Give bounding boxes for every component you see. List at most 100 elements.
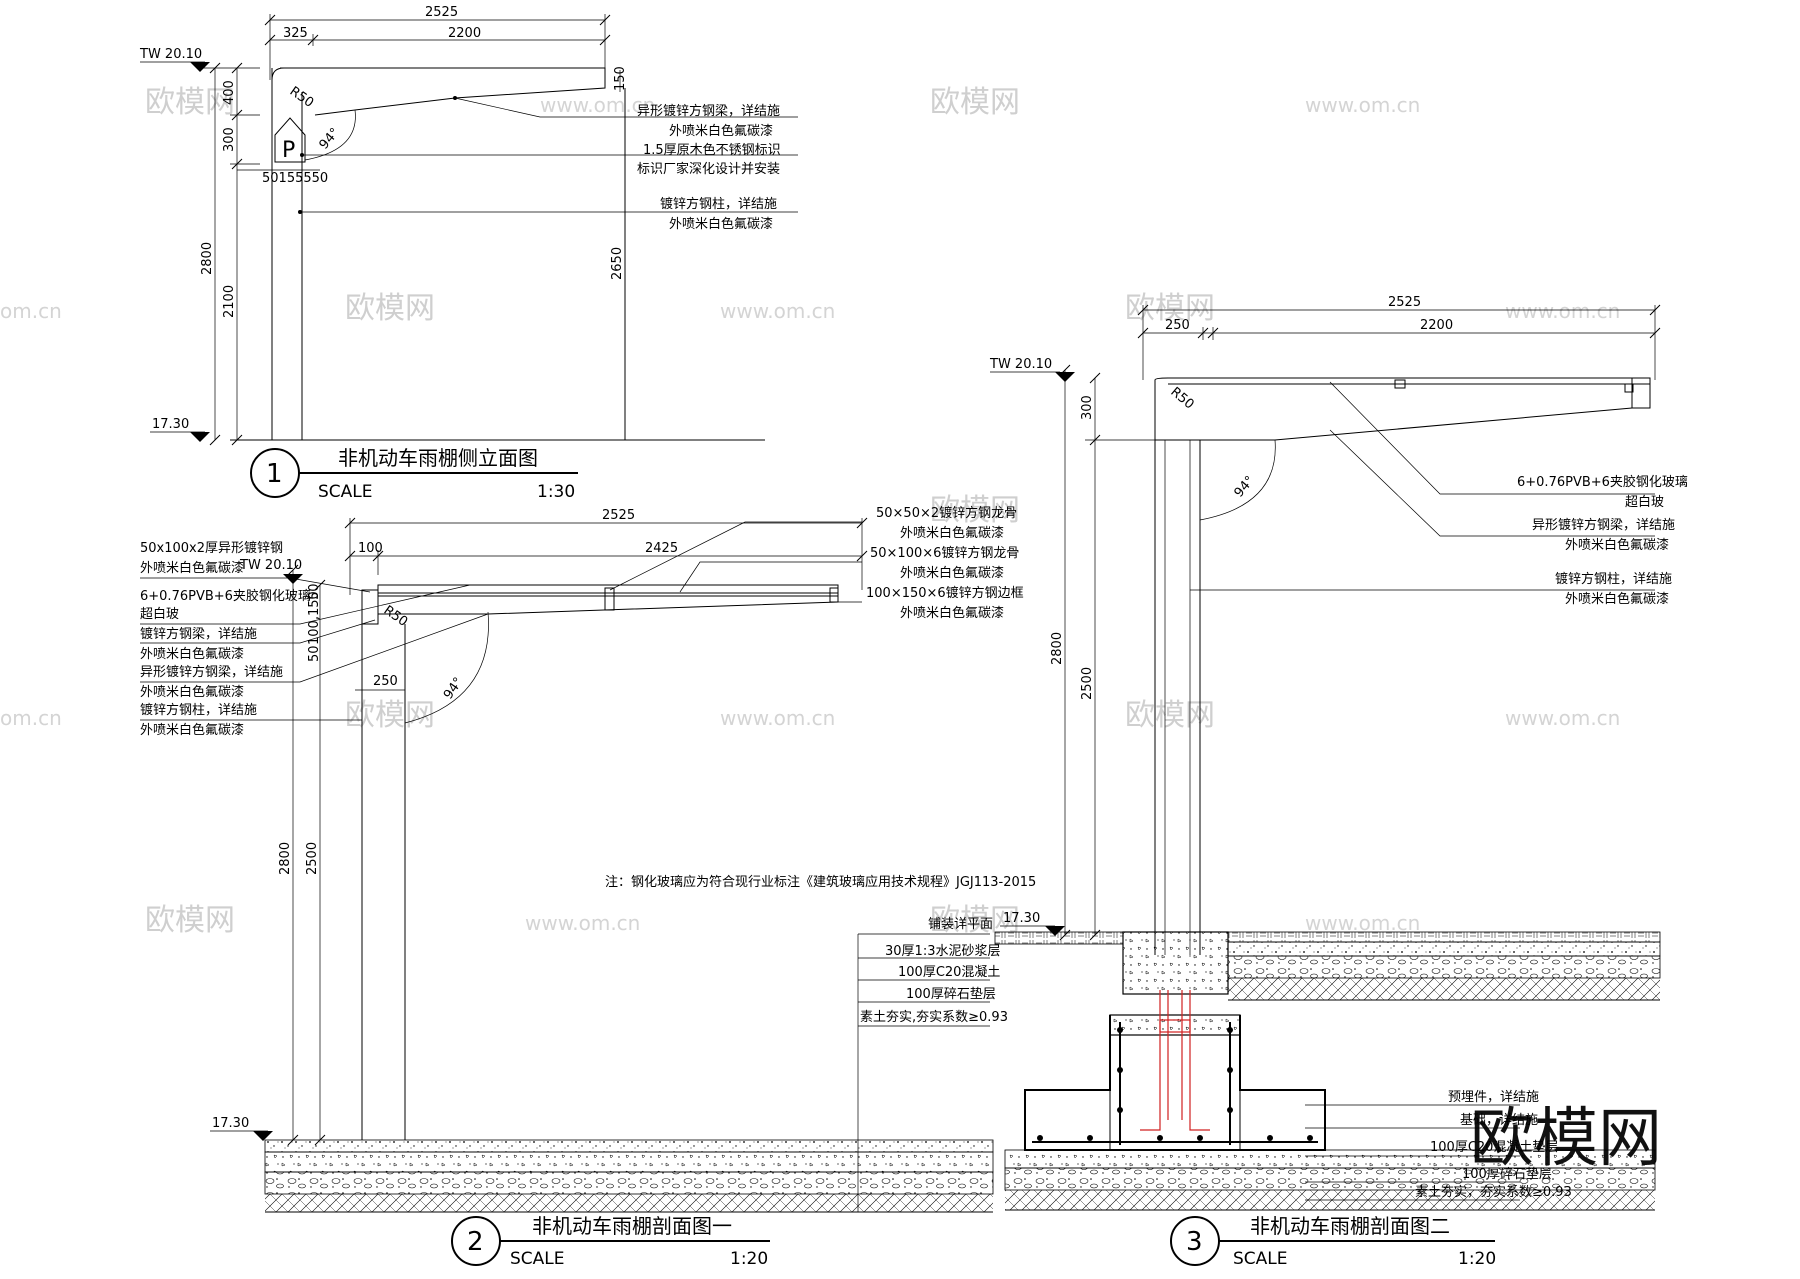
d3-layers-left: 铺装详平面 30厚1:3水泥砂浆层 100厚C20混凝土 100厚碎石垫层 素土… — [857, 917, 1008, 1212]
d3-anchor-bolts — [1140, 990, 1210, 1131]
d1-note: 异形镀锌方钢梁，详结施 — [637, 103, 780, 119]
d1-level-top: TW 20.10 — [139, 47, 202, 62]
d1-note: 外喷米白色氟碳漆 — [669, 216, 773, 232]
d1-dim-end-h: 150 — [613, 66, 628, 91]
watermark-brand: 欧模网 — [345, 698, 435, 733]
watermark-brand: 欧模网 — [345, 291, 435, 326]
d2-number: 2 — [467, 1227, 484, 1257]
d3-layers-right: 预埋件，详结施 基础，详结施 100厚C20混凝土垫层 100厚碎石垫层 素土夯… — [1305, 1090, 1572, 1201]
d2-note: 6+0.76PVB+6夹胶钢化玻璃 — [140, 588, 311, 604]
watermark-url: www.om.cn — [1305, 911, 1420, 935]
d3-layer-label: 100厚碎石垫层 — [906, 986, 996, 1002]
d3-layer-label: 基础，详结施 — [1460, 1113, 1538, 1128]
d2-radius: R50 — [381, 603, 411, 630]
d1-dim-bottom: 50155550 — [262, 171, 328, 186]
d3-note: 外喷米白色氟碳漆 — [1565, 591, 1669, 607]
d1-radius: R50 — [287, 84, 317, 111]
watermark-brand: 欧模网 — [145, 85, 235, 120]
d1-note: 标识厂家深化设计并安装 — [637, 161, 780, 177]
d2-title: 非机动车雨棚剖面图一 — [532, 1214, 732, 1238]
d3-layer-label: 30厚1:3水泥砂浆层 — [885, 944, 1000, 959]
d1-note: 镀锌方钢柱，详结施 — [660, 196, 777, 212]
d2-note: 外喷米白色氟碳漆 — [900, 605, 1004, 621]
watermark-brand: 欧模网 — [145, 903, 235, 938]
d2-dim-2500: 2500 — [305, 842, 320, 875]
d3-dim-2500: 2500 — [1080, 667, 1095, 700]
d3-layer-label: 100厚C20混凝土 — [898, 964, 1000, 980]
d2-note: 外喷米白色氟碳漆 — [140, 560, 244, 576]
d2-note: 100×150×6镀锌方钢边框 — [866, 585, 1024, 601]
d3-level-ground: 17.30 — [1003, 911, 1040, 926]
watermark-brand: 欧模网 — [930, 493, 1020, 528]
d3-rebar — [1032, 1022, 1318, 1145]
d1-dim-left: 325 — [283, 26, 308, 41]
d3-number: 3 — [1186, 1227, 1203, 1257]
d3-level-top: TW 20.10 — [989, 357, 1052, 372]
watermark-url: www.om.cn — [1505, 706, 1620, 730]
d3-note: 异形镀锌方钢梁，详结施 — [1532, 517, 1675, 533]
d3-layer-label: 素土夯实，夯实系数≥0.93 — [1415, 1185, 1572, 1200]
d3-notes-right: 6+0.76PVB+6夹胶钢化玻璃 超白玻 异形镀锌方钢梁，详结施 外喷米白色氟… — [1190, 381, 1688, 607]
d2-note: 异形镀锌方钢梁，详结施 — [140, 664, 283, 680]
d3-dim-total: 2525 — [1388, 295, 1421, 310]
d1-note: 外喷米白色氟碳漆 — [669, 123, 773, 139]
d2-dim-50: 50 — [307, 583, 322, 600]
d2-notes-right: 50×50×2镀锌方钢龙骨 外喷米白色氟碳漆 50×100×6镀锌方钢龙骨 外喷… — [609, 505, 1024, 621]
d2-scale-label: SCALE — [510, 1249, 565, 1269]
d2-level-ground: 17.30 — [212, 1116, 249, 1131]
d1-scale-label: SCALE — [318, 482, 373, 502]
d3-layer-label: 铺装详平面 — [928, 917, 993, 932]
d1-dim-300: 300 — [222, 127, 237, 152]
d1-scale: 1:30 — [537, 482, 575, 502]
d3-dim-left: 250 — [1165, 318, 1190, 333]
d1-number: 1 — [266, 459, 283, 489]
d1-dim-2650: 2650 — [610, 247, 625, 280]
d2-note: 外喷米白色氟碳漆 — [900, 525, 1004, 541]
d3-angle: 94° — [1232, 473, 1258, 500]
watermark-url: www.om.cn — [1505, 299, 1620, 323]
watermark-brand: 欧模网 — [1125, 291, 1215, 326]
d1-sign-letter: P — [282, 138, 295, 163]
d3-layer-label: 预埋件，详结施 — [1448, 1090, 1539, 1105]
watermark-url: www.om.cn — [720, 706, 835, 730]
d3-note: 6+0.76PVB+6夹胶钢化玻璃 — [1517, 474, 1688, 490]
watermark-url: www.om.cn — [525, 911, 640, 935]
d3-radius: R50 — [1167, 385, 1196, 413]
d3-note: 外喷米白色氟碳漆 — [1565, 537, 1669, 553]
d2-note: 外喷米白色氟碳漆 — [140, 646, 244, 662]
d2-dim-2800: 2800 — [278, 842, 293, 875]
d2-dim-100-150: 100,150 — [307, 591, 322, 645]
d3-title: 非机动车雨棚剖面图二 — [1250, 1214, 1450, 1238]
watermark-url: www.om.cn — [720, 299, 835, 323]
watermark-url: www.om.cn — [1305, 93, 1420, 117]
d2-dim-left: 100 — [358, 541, 383, 556]
d2-note: 50×100×6镀锌方钢龙骨 — [870, 545, 1019, 561]
d1-dim-total: 2525 — [425, 5, 458, 20]
drawing-3-section-two: 2525 250 2200 R50 94° 2800 300 2500 TW 2… — [857, 295, 1688, 1269]
d2-note: 超白玻 — [140, 606, 179, 622]
d2-note: 50×50×2镀锌方钢龙骨 — [876, 505, 1017, 521]
d1-note: 1.5厚原木色不锈钢标识 — [643, 142, 781, 158]
d2-notes-left: 50x100x2厚异形镀锌钢 外喷米白色氟碳漆 6+0.76PVB+6夹胶钢化玻… — [140, 540, 489, 738]
d2-note: 50x100x2厚异形镀锌钢 — [140, 540, 283, 556]
d1-dim-2100: 2100 — [222, 285, 237, 318]
d2-note: 外喷米白色氟碳漆 — [140, 684, 244, 700]
watermark-url: www.om.cn — [540, 93, 655, 117]
d2-note: 镀锌方钢柱，详结施 — [140, 702, 257, 718]
d3-dim-2800: 2800 — [1050, 632, 1065, 665]
watermark-brand: 欧模网 — [1125, 698, 1215, 733]
watermark-url-partial: om.cn — [0, 299, 62, 323]
d3-layer-label: 素土夯实,夯实系数≥0.93 — [860, 1010, 1008, 1025]
d2-dim-250: 250 — [373, 674, 398, 689]
drawing-2-section-one: 2525 100 2425 R50 94° 250 2800 2500 50 1… — [140, 505, 1036, 1269]
d3-layer-label: 100厚C20混凝土垫层 — [1430, 1139, 1558, 1155]
d2-note: 外喷米白色氟碳漆 — [900, 565, 1004, 581]
d1-angle: 94° — [317, 125, 343, 152]
d3-dim-right: 2200 — [1420, 318, 1453, 333]
d1-dim-400: 400 — [222, 80, 237, 105]
d1-level-ground: 17.30 — [152, 417, 189, 432]
d3-note: 镀锌方钢柱，详结施 — [1555, 571, 1672, 587]
d2-scale: 1:20 — [730, 1249, 768, 1269]
